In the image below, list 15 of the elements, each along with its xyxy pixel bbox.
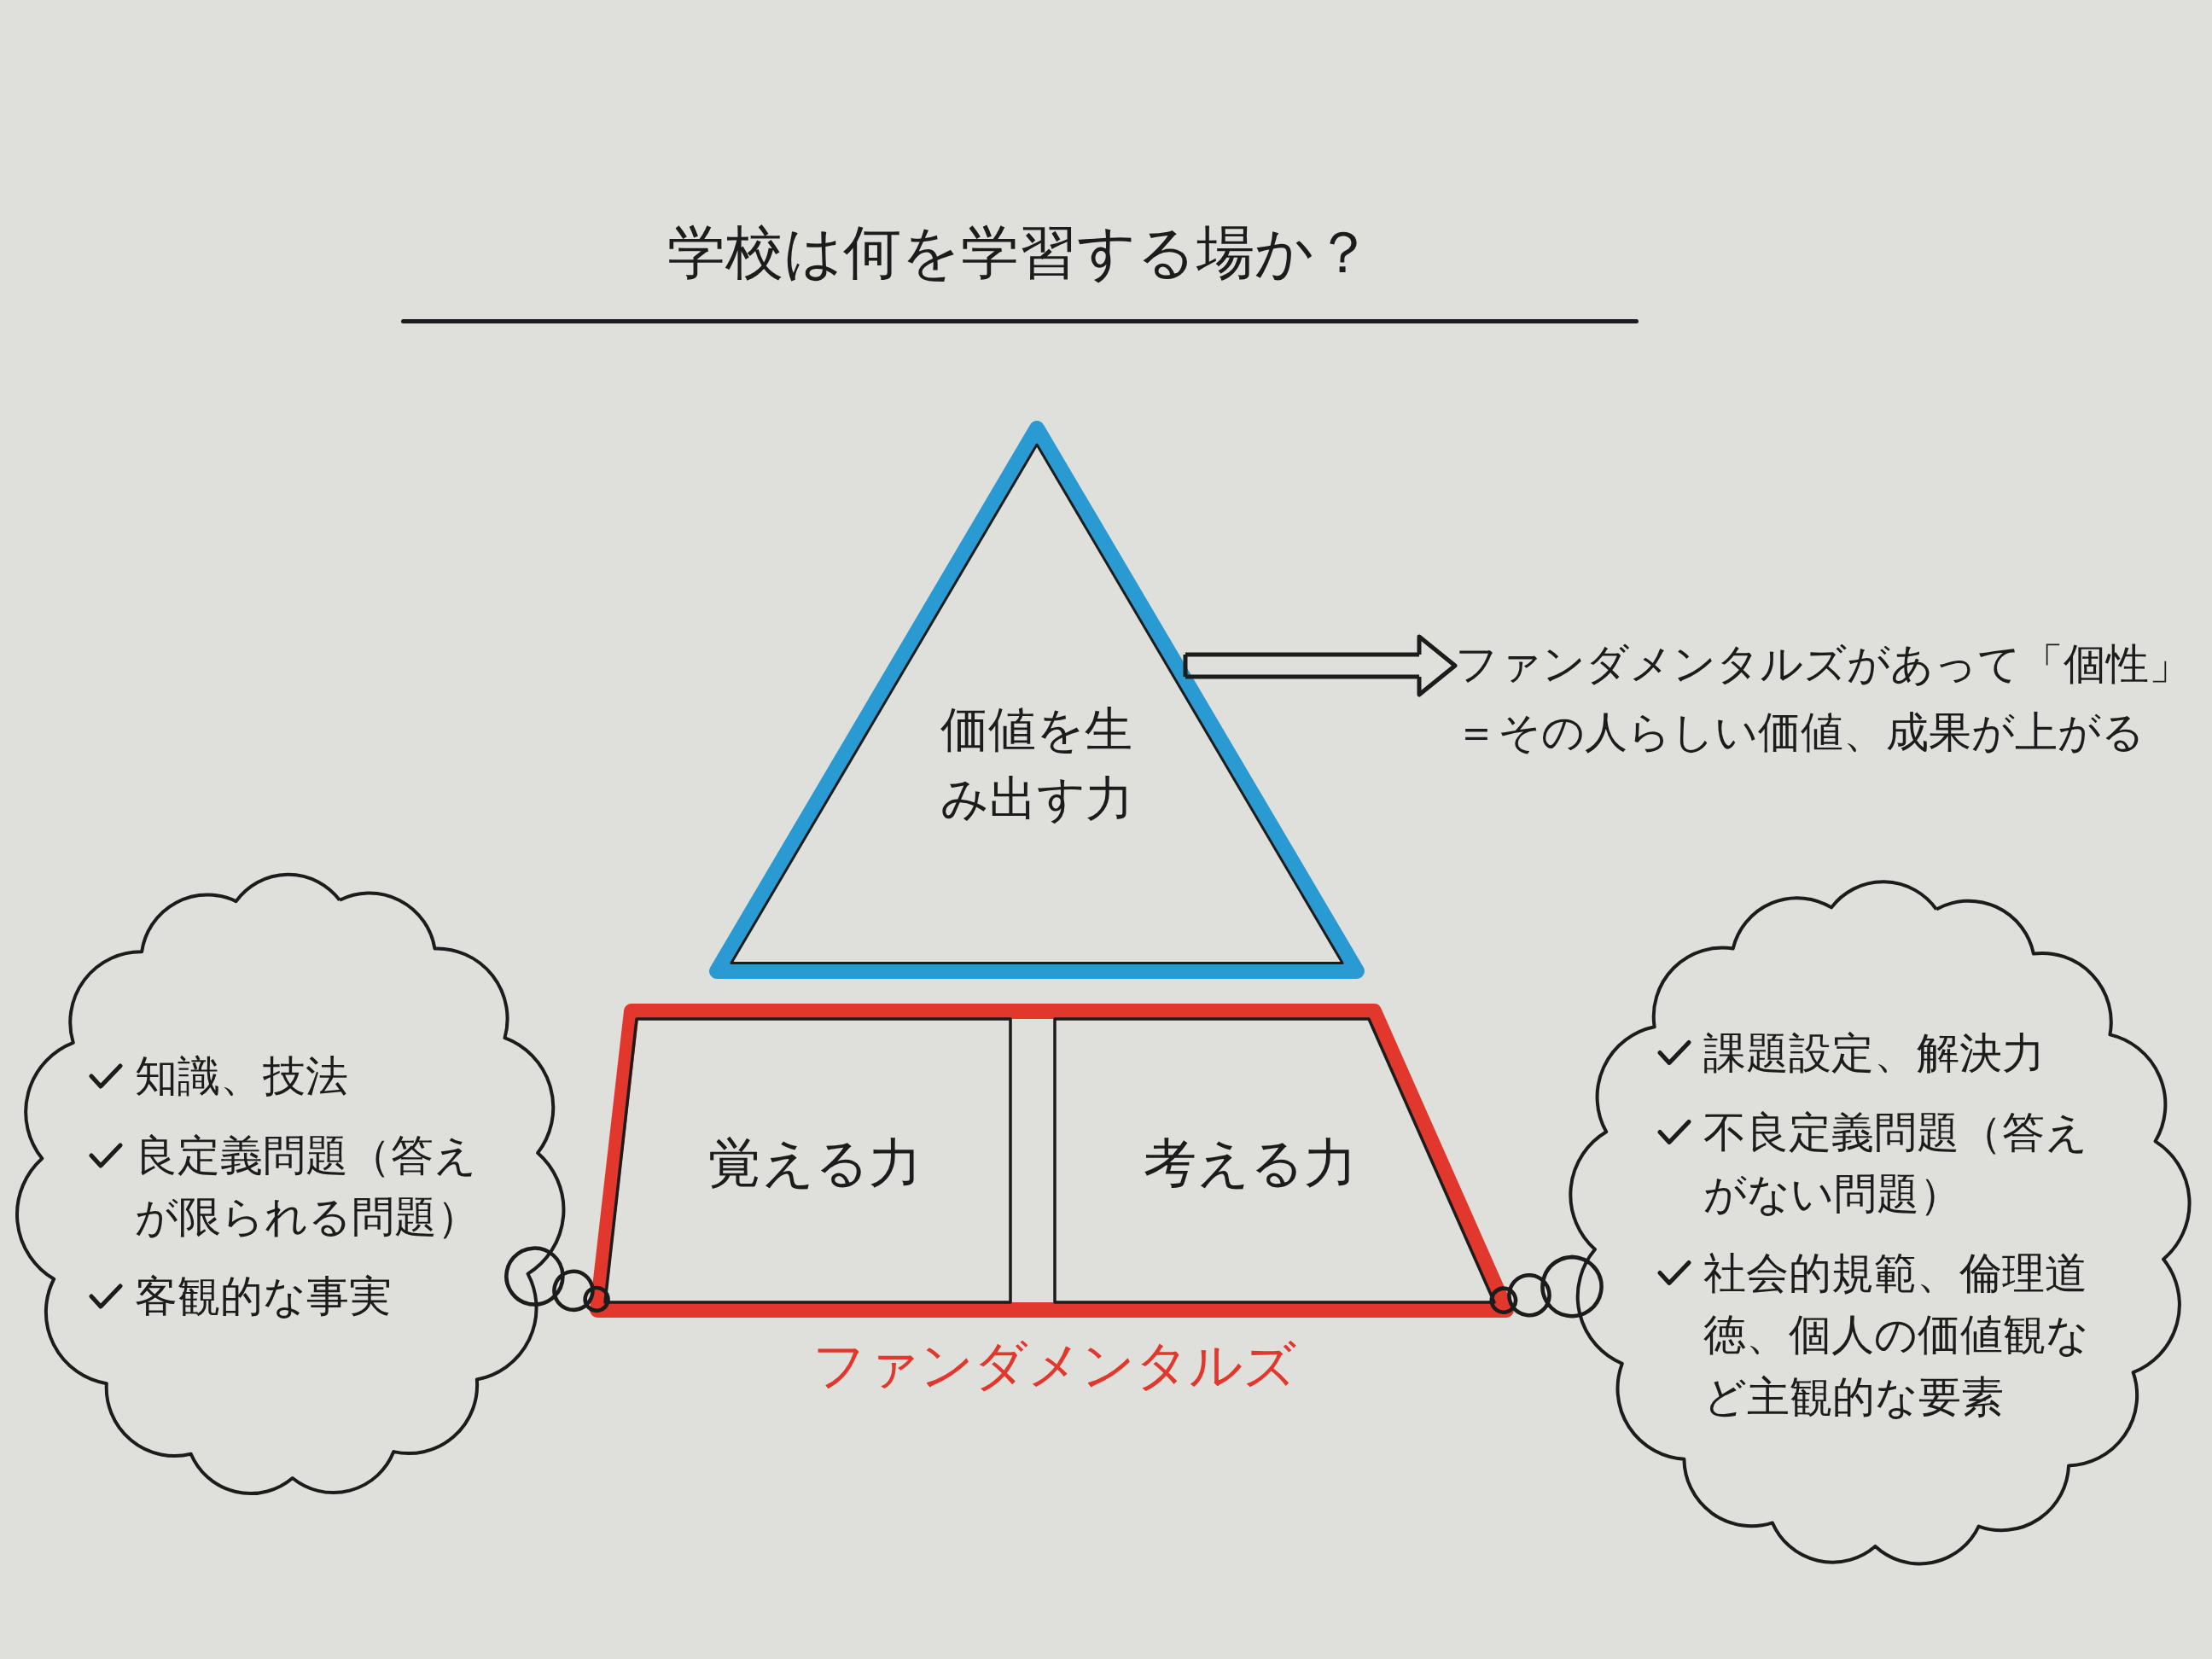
section-label: 考える力 xyxy=(1144,1131,1357,1196)
checklist-text: 社会的規範、倫理道徳、個人の価値観など主観的な要素 xyxy=(1703,1247,2090,1423)
annotation-text: ファンダメンタルズがあって「個性」＝その人らしい価値、成果が上がる xyxy=(1455,630,2197,766)
checklist-text: 不良定義問題（答えがない問題） xyxy=(1703,1106,2089,1220)
checklist-text: 課題設定、解決力 xyxy=(1703,1027,2045,1080)
triangle-label: 価値を生み出す力 xyxy=(940,700,1134,828)
section-label: 覚える力 xyxy=(708,1131,922,1196)
thought-bubble-trail xyxy=(504,1246,610,1313)
hollow-arrow xyxy=(1183,634,1458,697)
trapezoid-label: ファンダメンタルズ xyxy=(812,1333,1296,1399)
title: 学校は何を学習する場か？ xyxy=(667,218,1372,288)
pyramid-triangle xyxy=(708,418,1365,981)
checklist-text: 良定義問題（答えが限られる問題） xyxy=(135,1129,480,1243)
checklist-text: 客観的な事実 xyxy=(135,1270,392,1323)
checklist-text: 知識、技法 xyxy=(135,1051,348,1103)
